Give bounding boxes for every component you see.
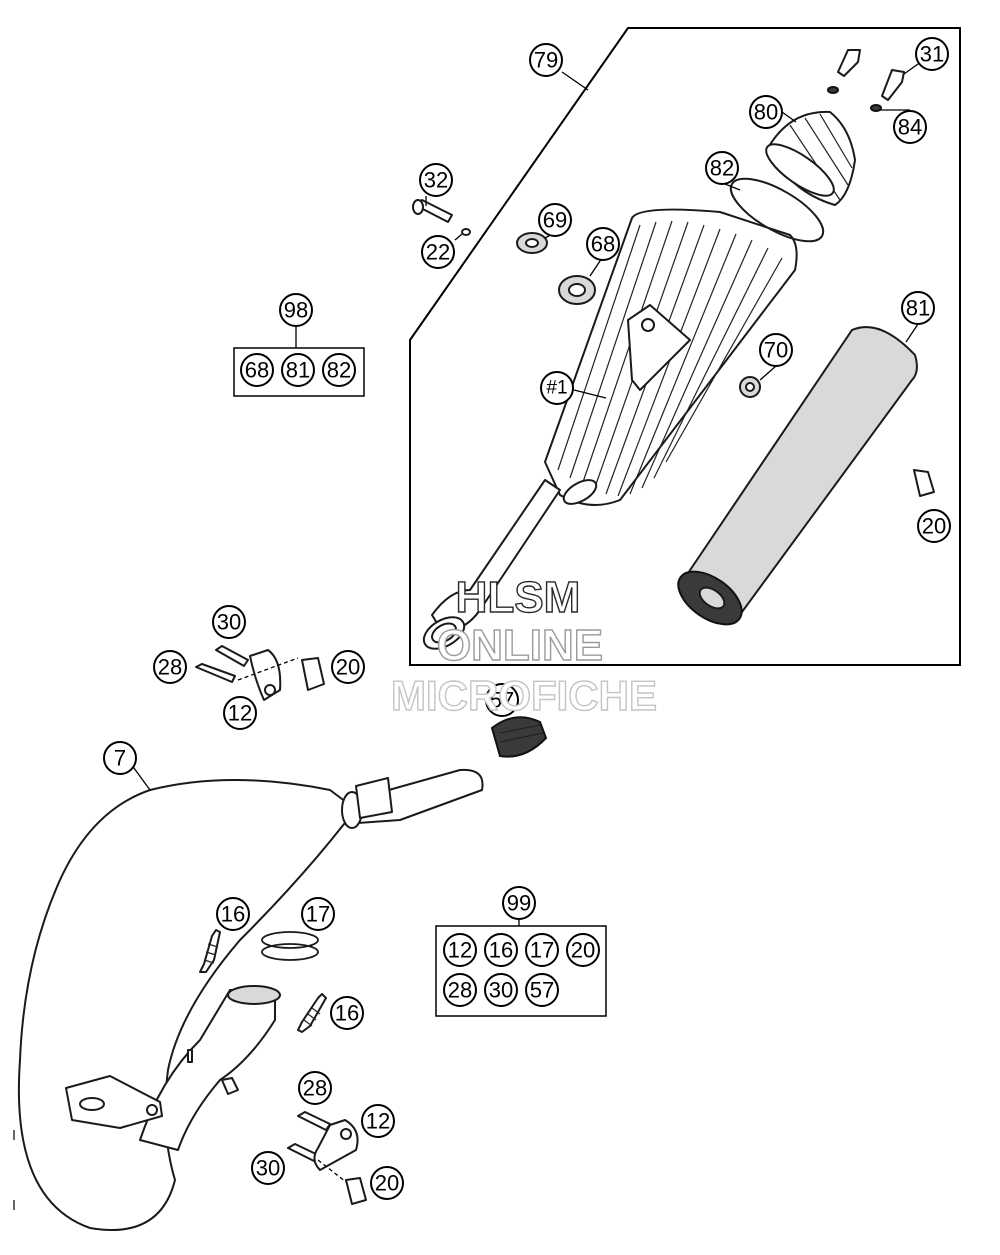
svg-text:22: 22 bbox=[426, 240, 450, 265]
svg-text:79: 79 bbox=[534, 48, 558, 73]
svg-text:7: 7 bbox=[114, 746, 126, 771]
callout-79: 79 bbox=[529, 43, 563, 77]
callout-84: 84 bbox=[893, 110, 927, 144]
callout-1: #1 bbox=[540, 371, 574, 405]
callout-28: 28 bbox=[153, 650, 187, 684]
callout-20: 20 bbox=[917, 509, 951, 543]
callout-17: 17 bbox=[301, 897, 335, 931]
svg-text:30: 30 bbox=[217, 610, 241, 635]
svg-text:30: 30 bbox=[256, 1156, 280, 1181]
svg-text:20: 20 bbox=[922, 514, 946, 539]
svg-text:28: 28 bbox=[158, 655, 182, 680]
kit-99-item-16: 16 bbox=[484, 933, 518, 967]
svg-text:20: 20 bbox=[571, 938, 595, 963]
springs bbox=[199, 929, 327, 1033]
svg-text:70: 70 bbox=[764, 338, 788, 363]
kit-99-item-28: 28 bbox=[443, 973, 477, 1007]
svg-text:82: 82 bbox=[327, 358, 351, 383]
svg-text:84: 84 bbox=[898, 115, 922, 140]
callout-30: 30 bbox=[212, 605, 246, 639]
callout-69: 69 bbox=[538, 203, 572, 237]
watermark-line-1: HLSM bbox=[456, 573, 581, 622]
callout-82: 82 bbox=[705, 151, 739, 185]
svg-text:57: 57 bbox=[530, 978, 554, 1003]
clip-nut bbox=[913, 469, 935, 497]
callout-16: 16 bbox=[330, 996, 364, 1030]
callout-80: 80 bbox=[749, 95, 783, 129]
watermark: HLSM ONLINE MICROFICHE bbox=[390, 572, 657, 719]
svg-text:80: 80 bbox=[754, 100, 778, 125]
svg-text:31: 31 bbox=[920, 42, 944, 67]
callout-12: 12 bbox=[361, 1104, 395, 1138]
callout-68: 68 bbox=[586, 227, 620, 261]
callout-20: 20 bbox=[370, 1166, 404, 1200]
svg-text:32: 32 bbox=[424, 168, 448, 193]
mount-hardware-lower bbox=[287, 1111, 367, 1205]
callout-98: 98 bbox=[279, 293, 313, 327]
kit-99-item-17: 17 bbox=[525, 933, 559, 967]
svg-text:69: 69 bbox=[543, 208, 567, 233]
kit-98-item-82: 82 bbox=[322, 353, 356, 387]
svg-text:57: 57 bbox=[490, 688, 514, 713]
callout-31: 31 bbox=[915, 37, 949, 71]
o-ring bbox=[729, 177, 825, 243]
svg-text:12: 12 bbox=[448, 938, 472, 963]
callout-22: 22 bbox=[421, 235, 455, 269]
kit-99-item-20: 20 bbox=[566, 933, 600, 967]
svg-text:81: 81 bbox=[906, 296, 930, 321]
kit-99-item-57: 57 bbox=[525, 973, 559, 1007]
callout-57: 57 bbox=[485, 683, 519, 717]
svg-text:16: 16 bbox=[335, 1001, 359, 1026]
kit-98-item-68: 68 bbox=[240, 353, 274, 387]
svg-text:20: 20 bbox=[375, 1171, 399, 1196]
callout-12: 12 bbox=[223, 696, 257, 730]
callout-99: 99 bbox=[502, 886, 536, 920]
callout-30: 30 bbox=[251, 1151, 285, 1185]
callout-28: 28 bbox=[298, 1071, 332, 1105]
gasket-rings bbox=[261, 931, 319, 961]
kit-98-item-81: 81 bbox=[281, 353, 315, 387]
svg-text:81: 81 bbox=[286, 358, 310, 383]
callout-7: 7 bbox=[103, 741, 137, 775]
silencer-packing bbox=[677, 326, 918, 626]
kit-99-item-12: 12 bbox=[443, 933, 477, 967]
end-cap bbox=[765, 110, 856, 206]
watermark-line-3: MICROFICHE bbox=[391, 672, 657, 719]
watermark-line-2: ONLINE bbox=[437, 621, 603, 670]
silencer-assembly bbox=[422, 208, 798, 650]
callout-70: 70 bbox=[759, 333, 793, 367]
svg-text:68: 68 bbox=[591, 232, 615, 257]
svg-text:82: 82 bbox=[710, 156, 734, 181]
screw-32 bbox=[412, 199, 471, 236]
callout-16: 16 bbox=[216, 897, 250, 931]
mount-hardware-upper bbox=[195, 645, 325, 701]
svg-text:#1: #1 bbox=[546, 378, 567, 399]
svg-text:17: 17 bbox=[530, 938, 554, 963]
svg-text:28: 28 bbox=[448, 978, 472, 1003]
svg-text:16: 16 bbox=[221, 902, 245, 927]
svg-text:68: 68 bbox=[245, 358, 269, 383]
svg-text:12: 12 bbox=[366, 1109, 390, 1134]
svg-text:99: 99 bbox=[507, 891, 531, 916]
connector-sleeve bbox=[490, 716, 548, 758]
svg-text:98: 98 bbox=[284, 298, 308, 323]
svg-text:12: 12 bbox=[228, 701, 252, 726]
kit-99-item-30: 30 bbox=[484, 973, 518, 1007]
svg-text:20: 20 bbox=[336, 655, 360, 680]
silencer-group-frame bbox=[409, 27, 961, 666]
svg-text:30: 30 bbox=[489, 978, 513, 1003]
screws-31 bbox=[827, 49, 905, 112]
svg-text:16: 16 bbox=[489, 938, 513, 963]
svg-text:17: 17 bbox=[306, 902, 330, 927]
callout-20: 20 bbox=[331, 650, 365, 684]
callout-81: 81 bbox=[901, 291, 935, 325]
header-pipe bbox=[17, 768, 484, 1231]
callout-32: 32 bbox=[419, 163, 453, 197]
grommets bbox=[516, 232, 761, 398]
svg-text:28: 28 bbox=[303, 1076, 327, 1101]
